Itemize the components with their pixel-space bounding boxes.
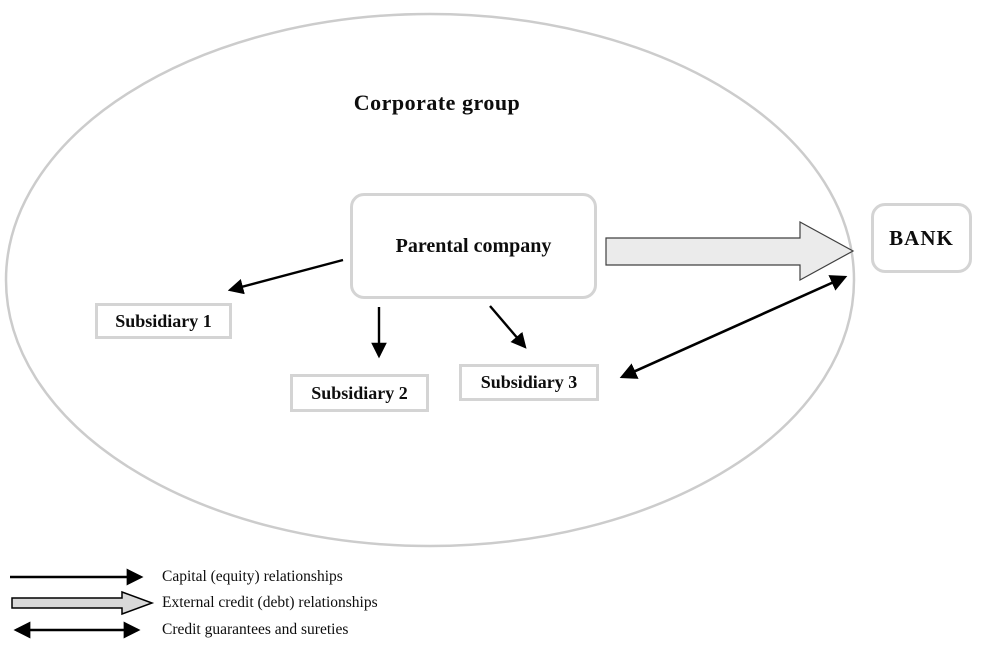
guarantee-double-arrow: [619, 275, 848, 379]
legend-block-arrow-icon: [11, 590, 155, 616]
external-credit-block-arrow: [605, 220, 855, 282]
corporate-group-ellipse: [4, 12, 856, 548]
capital-arrow-parental-to-sub1: [227, 258, 344, 295]
capital-arrow-parental-to-sub3: [489, 305, 527, 349]
legend-label-guarantees: Credit guarantees and sureties: [162, 621, 349, 638]
diagram-title: Corporate group: [353, 90, 521, 115]
node-bank: BANK: [871, 203, 972, 273]
node-subsidiary-1: Subsidiary 1: [95, 303, 232, 339]
node-parental-company: Parental company: [350, 193, 597, 299]
node-subsidiary-3: Subsidiary 3: [459, 364, 599, 401]
node-subsidiary-2: Subsidiary 2: [290, 374, 429, 412]
legend-label-external-credit: External credit (debt) relationships: [162, 594, 378, 611]
legend-label-capital: Capital (equity) relationships: [162, 568, 343, 585]
